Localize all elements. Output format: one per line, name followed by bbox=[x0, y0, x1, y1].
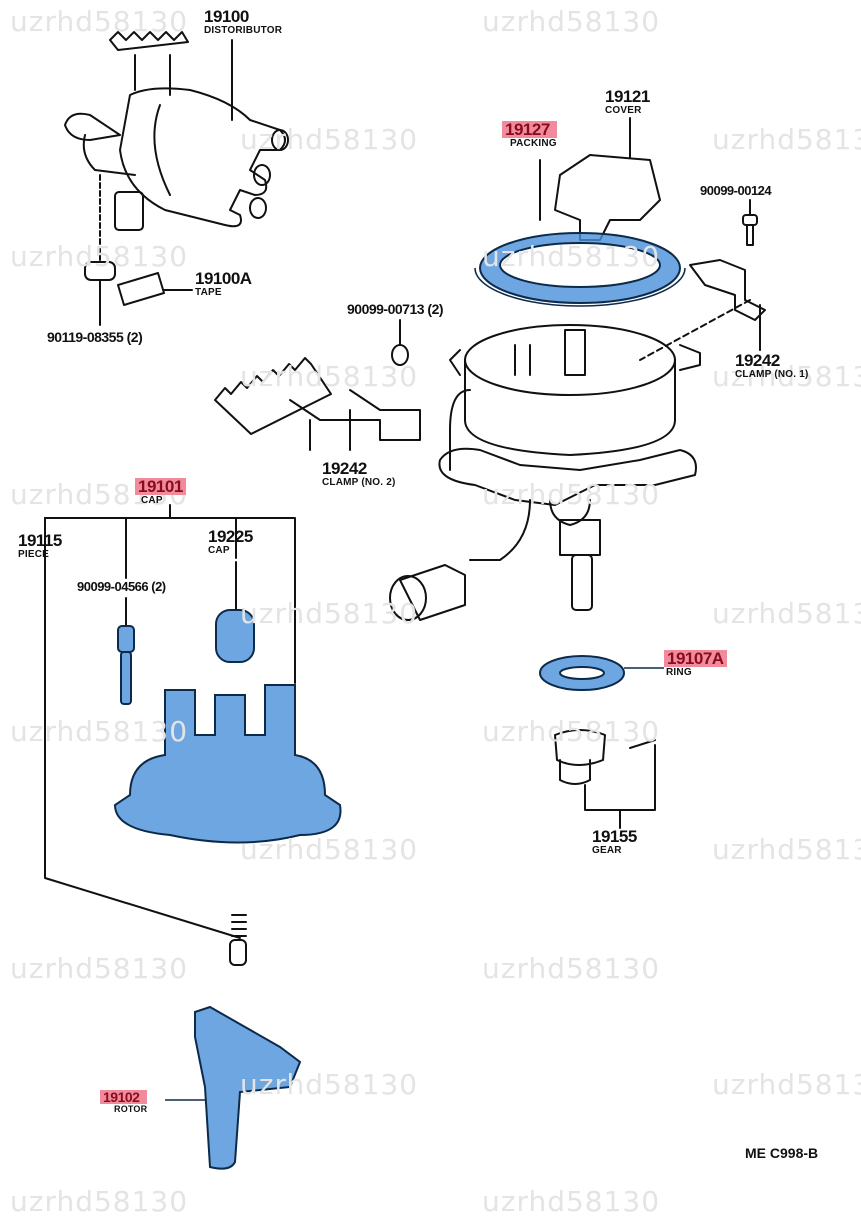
part-label-19100: 19100 DISTORIBUTOR bbox=[204, 8, 282, 36]
part-label-19127: 19127 PACKING bbox=[502, 121, 557, 149]
part-label-19102: 19102 ROTOR bbox=[100, 1090, 148, 1114]
part-number: 19242 bbox=[735, 351, 780, 370]
part-label-90099-04566: 90099-04566 (2) bbox=[77, 580, 166, 593]
part-name: TAPE bbox=[195, 287, 222, 298]
part-number: 19155 bbox=[592, 827, 637, 846]
part-number: 19100 bbox=[204, 7, 249, 26]
part-label-19101: 19101 CAP bbox=[135, 478, 186, 506]
cap-19225-highlight bbox=[215, 609, 255, 663]
part-name: PIECE bbox=[18, 549, 50, 560]
part-label-19155: 19155 GEAR bbox=[592, 828, 637, 856]
distributor-housing-drawing bbox=[389, 324, 701, 621]
screw-04566-highlight bbox=[117, 625, 135, 705]
part-name: CAP bbox=[208, 545, 230, 556]
part-number: 90099-00713 (2) bbox=[347, 301, 444, 317]
part-number: 19101 bbox=[135, 478, 186, 495]
part-label-19225: 19225 CAP bbox=[208, 528, 253, 556]
part-number: 90099-00124 bbox=[700, 183, 772, 198]
part-name: DISTORIBUTOR bbox=[204, 25, 283, 36]
piece-spring-drawing bbox=[229, 914, 247, 966]
screw-00124-drawing bbox=[742, 199, 758, 246]
cover-drawing bbox=[554, 117, 661, 241]
part-number: 19100A bbox=[195, 269, 252, 288]
part-name: PACKING bbox=[510, 138, 557, 149]
part-number: 19121 bbox=[605, 87, 650, 106]
part-label-19107a: 19107A RING bbox=[664, 650, 727, 678]
part-name: COVER bbox=[605, 105, 642, 116]
cap-bracket-lines bbox=[44, 504, 296, 939]
clamp-no2-drawing bbox=[214, 319, 421, 451]
clamp-no1-drawing bbox=[639, 259, 766, 361]
part-number: 19115 bbox=[18, 531, 62, 550]
part-label-90099-00713: 90099-00713 (2) bbox=[347, 301, 444, 317]
part-name: ROTOR bbox=[114, 1104, 148, 1114]
part-number: 19102 bbox=[100, 1090, 148, 1104]
gear-drawing bbox=[554, 729, 656, 829]
part-label-19115: 19115 PIECE bbox=[18, 532, 62, 560]
rotor-19102-highlight bbox=[194, 1005, 302, 1170]
diagram-reference-code: ME C998-B bbox=[745, 1145, 819, 1161]
distributor-assembly-drawing bbox=[64, 31, 289, 326]
part-number: 19242 bbox=[322, 459, 367, 478]
part-label-19121: 19121 COVER bbox=[605, 88, 650, 116]
cap-19101-highlight bbox=[113, 684, 342, 844]
part-number: 19127 bbox=[502, 121, 557, 138]
part-number: 19225 bbox=[208, 527, 253, 546]
part-number: 90119-08355 (2) bbox=[47, 329, 143, 345]
part-name: CAP bbox=[141, 495, 163, 506]
part-label-90119-08355: 90119-08355 (2) bbox=[47, 329, 143, 345]
part-label-19242-clamp-no2: 19242 CLAMP (NO. 2) bbox=[322, 460, 396, 488]
part-label-90099-00124: 90099-00124 bbox=[700, 183, 772, 198]
part-label-19100a: 19100A TAPE bbox=[195, 270, 252, 298]
part-name: RING bbox=[666, 667, 692, 678]
part-name: GEAR bbox=[592, 845, 622, 856]
part-label-19242-clamp-no1: 19242 CLAMP (NO. 1) bbox=[735, 352, 809, 380]
part-name: CLAMP (NO. 2) bbox=[322, 477, 396, 488]
packing-19127-highlight bbox=[478, 232, 682, 304]
part-number: 19107A bbox=[664, 650, 727, 667]
part-number: 90099-04566 (2) bbox=[77, 579, 166, 594]
part-name: CLAMP (NO. 1) bbox=[735, 369, 809, 380]
